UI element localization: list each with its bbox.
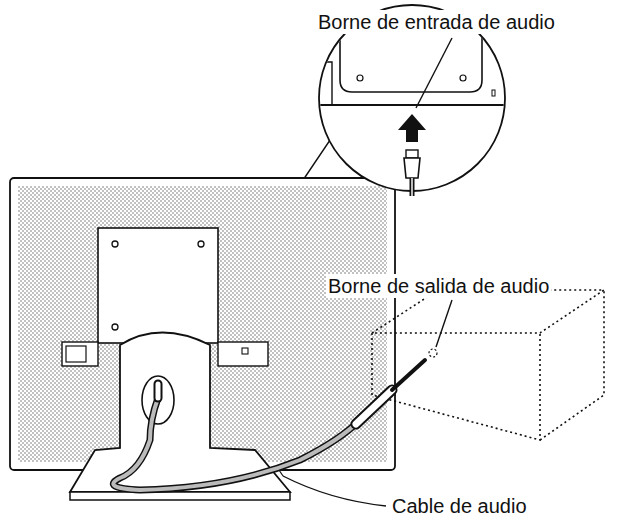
leader-line xyxy=(283,38,452,506)
audio-device xyxy=(372,290,604,440)
audio-output-jack xyxy=(429,349,437,357)
callout-label: Borne de salida de audio xyxy=(326,274,551,298)
callout-label: Borne de entrada de audio xyxy=(316,10,557,34)
callout-label: Cable de audio xyxy=(390,494,529,518)
audio-cable xyxy=(113,360,425,490)
